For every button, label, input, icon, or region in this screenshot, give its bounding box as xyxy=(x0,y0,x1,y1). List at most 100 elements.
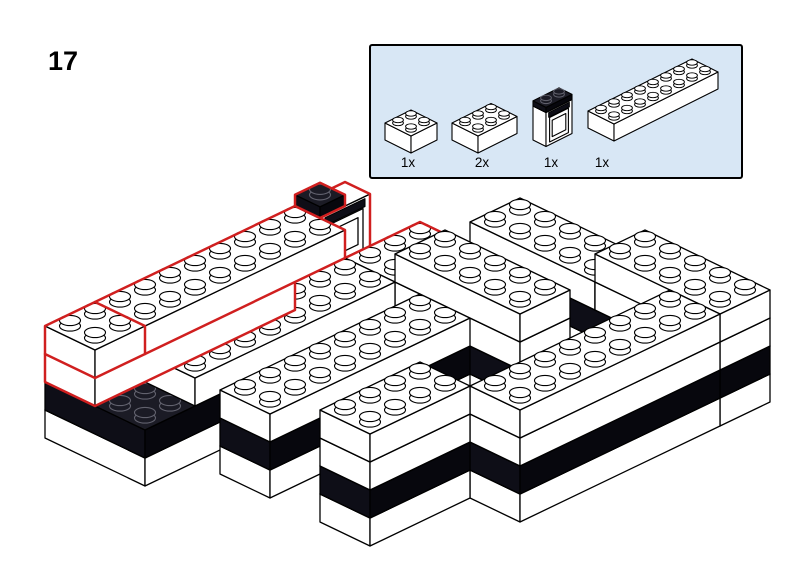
stud xyxy=(358,246,382,259)
stud xyxy=(83,302,107,315)
stud xyxy=(283,354,307,367)
stud xyxy=(383,330,407,343)
stud xyxy=(583,350,607,363)
model-illustration xyxy=(43,180,771,547)
stud xyxy=(634,85,646,92)
stud xyxy=(308,366,332,379)
stud xyxy=(208,242,232,255)
stud xyxy=(392,116,404,124)
stud xyxy=(686,72,698,79)
brick-face xyxy=(587,58,719,125)
stud xyxy=(508,290,532,303)
stud xyxy=(608,111,620,118)
stud xyxy=(258,242,282,255)
stud xyxy=(433,306,457,319)
part-count-window-1x2x2: 1x xyxy=(544,155,559,170)
stud xyxy=(408,386,432,399)
stud xyxy=(383,234,407,247)
stud xyxy=(433,230,457,243)
stud xyxy=(508,198,532,211)
stud xyxy=(458,266,482,279)
stud xyxy=(458,242,482,255)
stud xyxy=(333,282,357,295)
part-window-1x2x2 xyxy=(532,87,573,148)
stud xyxy=(333,258,357,271)
stud xyxy=(658,314,682,327)
stud xyxy=(558,246,582,259)
stud xyxy=(673,78,685,86)
stud xyxy=(408,222,432,235)
stud xyxy=(358,410,382,423)
stud xyxy=(383,306,407,319)
stud xyxy=(283,230,307,243)
stud xyxy=(133,406,157,419)
stud xyxy=(658,266,682,279)
stud xyxy=(708,290,732,303)
stud xyxy=(308,342,332,355)
stud xyxy=(658,242,682,255)
stud xyxy=(608,98,620,105)
stud xyxy=(233,230,257,243)
stud xyxy=(608,338,632,351)
stud xyxy=(472,123,484,130)
part-count-brick-2x2: 1x xyxy=(401,155,416,170)
stud xyxy=(673,65,685,73)
stud xyxy=(358,386,382,399)
stud xyxy=(459,116,471,124)
stud xyxy=(583,326,607,339)
stud xyxy=(333,354,357,367)
stud xyxy=(621,104,633,112)
stud xyxy=(283,378,307,391)
stud xyxy=(308,218,332,231)
stud xyxy=(558,338,582,351)
stud xyxy=(308,270,332,283)
stud xyxy=(433,374,457,387)
part-count-brick-2x8: 1x xyxy=(595,155,610,170)
stud xyxy=(686,59,698,66)
stud xyxy=(508,222,532,235)
stud xyxy=(485,116,497,124)
stud xyxy=(660,85,672,92)
part-brick-2x8 xyxy=(587,58,719,142)
stud xyxy=(108,314,132,327)
stud xyxy=(333,330,357,343)
stud xyxy=(558,362,582,375)
stud xyxy=(133,302,157,315)
stud xyxy=(633,326,657,339)
stud xyxy=(405,110,417,117)
stud xyxy=(183,254,207,267)
stud xyxy=(733,278,757,291)
stud xyxy=(158,290,182,303)
stud xyxy=(633,254,657,267)
stud xyxy=(433,254,457,267)
stud xyxy=(608,242,632,255)
stud xyxy=(483,210,507,223)
stud xyxy=(683,254,707,267)
stud xyxy=(608,314,632,327)
step-number: 17 xyxy=(48,46,78,76)
stud xyxy=(418,116,430,124)
stud xyxy=(258,390,282,403)
stud xyxy=(485,103,497,111)
stud xyxy=(533,278,557,291)
stud xyxy=(658,290,682,303)
stud xyxy=(660,72,672,79)
stud xyxy=(508,266,532,279)
stud xyxy=(483,254,507,267)
stud xyxy=(258,218,282,231)
parts-illustrations xyxy=(384,58,719,154)
brick-face xyxy=(384,109,438,137)
stud xyxy=(133,382,157,395)
part-brick-2x2 xyxy=(384,109,438,154)
stud xyxy=(108,290,132,303)
stud xyxy=(533,234,557,247)
stud xyxy=(208,266,232,279)
stud xyxy=(583,234,607,247)
stud xyxy=(647,91,659,99)
stud xyxy=(358,342,382,355)
stud xyxy=(508,386,532,399)
stud xyxy=(558,222,582,235)
stud xyxy=(158,394,182,407)
stud xyxy=(383,374,407,387)
part-count-brick-2x3: 2x xyxy=(475,155,490,170)
